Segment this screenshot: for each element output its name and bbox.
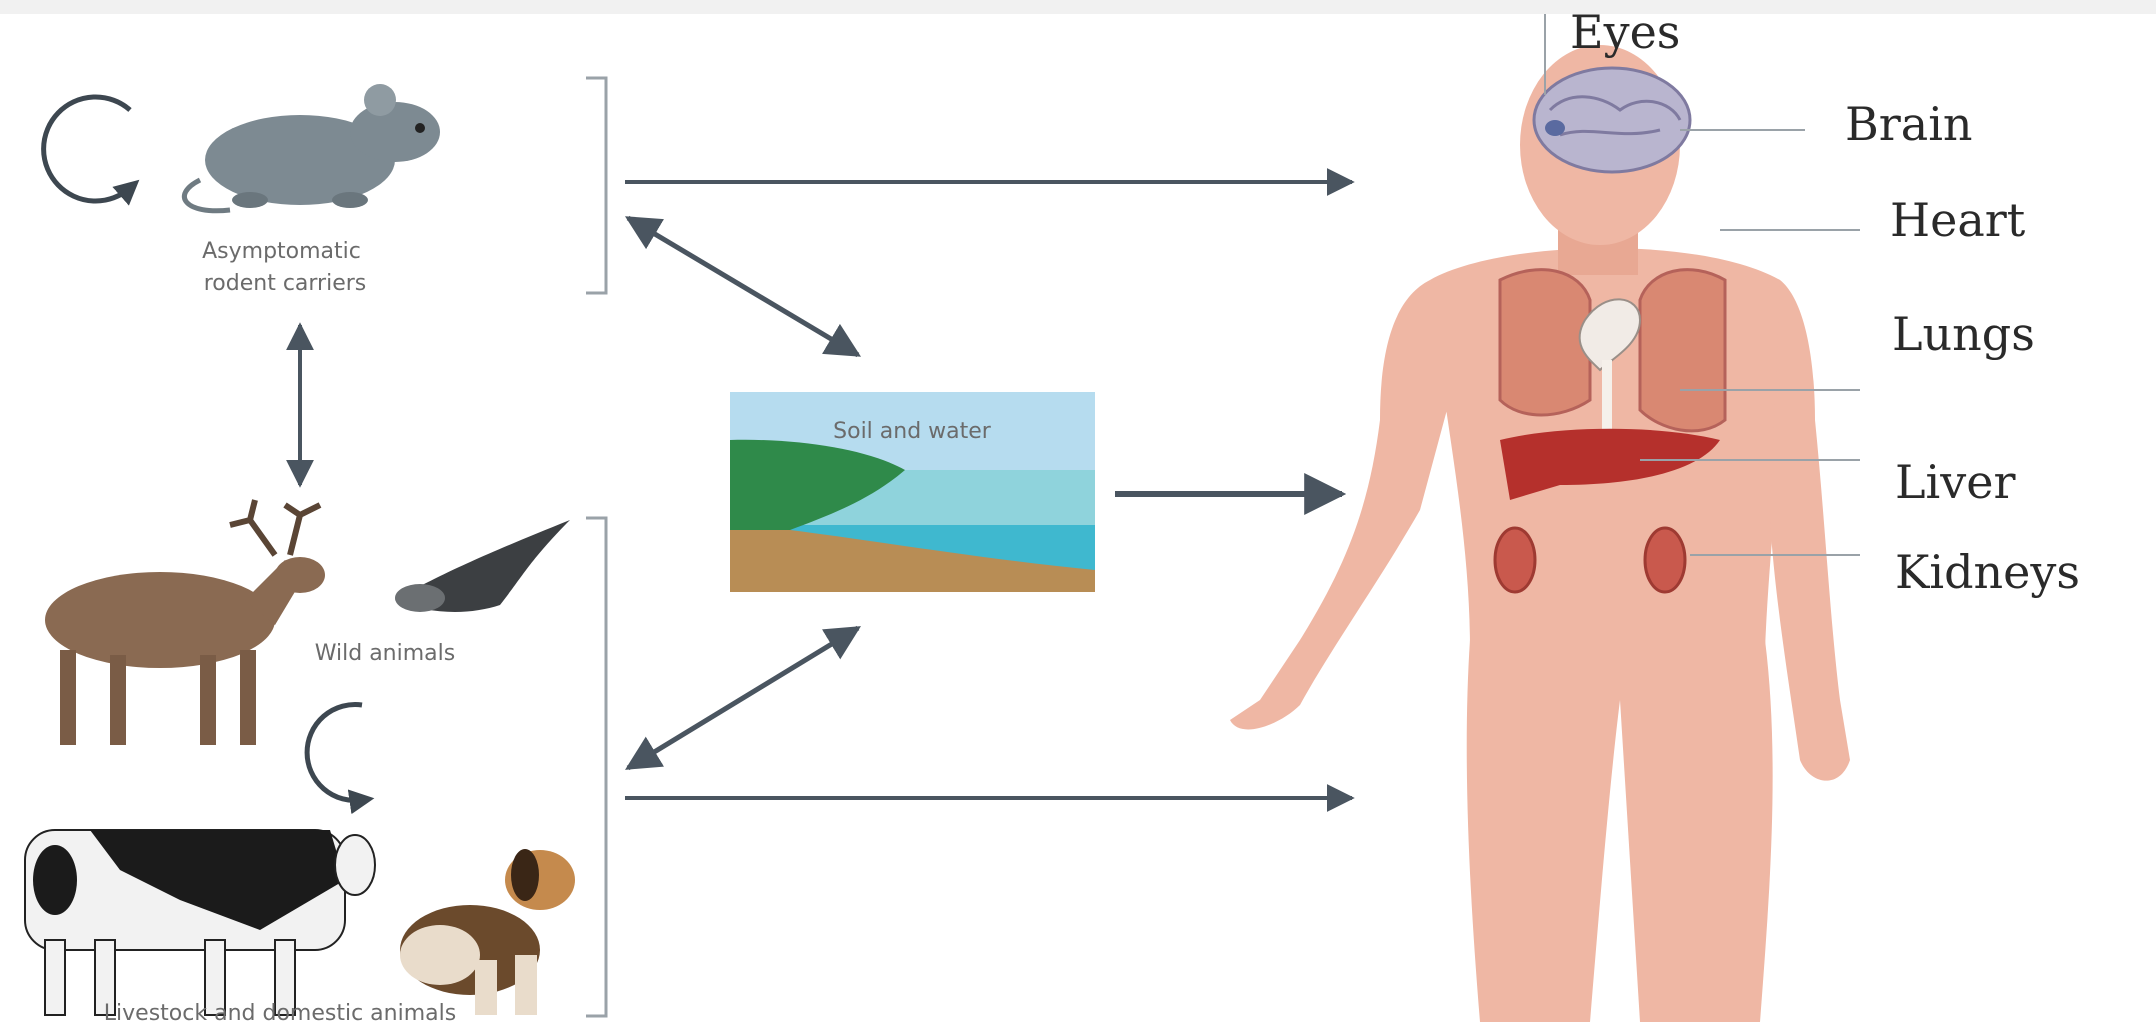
liver-label: Liver [1895,455,2015,509]
rodent-group: Asymptomatic rodent carriers [44,78,606,296]
heart-label: Heart [1890,193,2026,247]
kidneys-label: Kidneys [1895,545,2080,599]
left-arm [1230,280,1455,729]
wild-animals-group: Wild animals [45,500,570,745]
rodent-label: Asymptomatic rodent carriers [202,239,368,296]
eye-organ [1545,120,1565,136]
brain-label: Brain [1845,97,1973,151]
soil-water-label: Soil and water [833,419,992,444]
cycle-arrow-icon-2 [307,705,362,801]
bird-icon [395,520,570,612]
lungs-label: Lungs [1892,307,2035,361]
right-arm [1770,280,1850,781]
rat-icon [184,84,440,211]
rodent-label-line-1: Asymptomatic [202,239,361,264]
top-border [0,0,2156,14]
rodent-bracket [586,78,606,293]
left-kidney [1495,528,1535,592]
soil-water-panel: Soil and water [730,392,1095,592]
cow-icon [25,830,375,1015]
animals-bracket [586,518,606,1016]
eyes-label: Eyes [1570,5,1680,59]
right-kidney [1645,528,1685,592]
right-lung [1640,270,1725,431]
human-body [1230,45,1850,1022]
rodent-label-line-2: rodent carriers [204,271,367,296]
rodent-soil-arrow [628,218,858,355]
wild-animals-label: Wild animals [315,641,455,666]
cycle-arrow-icon [44,97,130,201]
animals-soil-arrow [628,628,858,768]
deer-icon [45,500,325,745]
dog-icon [400,849,575,1015]
left-lung [1500,270,1590,415]
brain-organ [1534,68,1690,172]
livestock-label: Livestock and domestic animals [104,1001,456,1022]
